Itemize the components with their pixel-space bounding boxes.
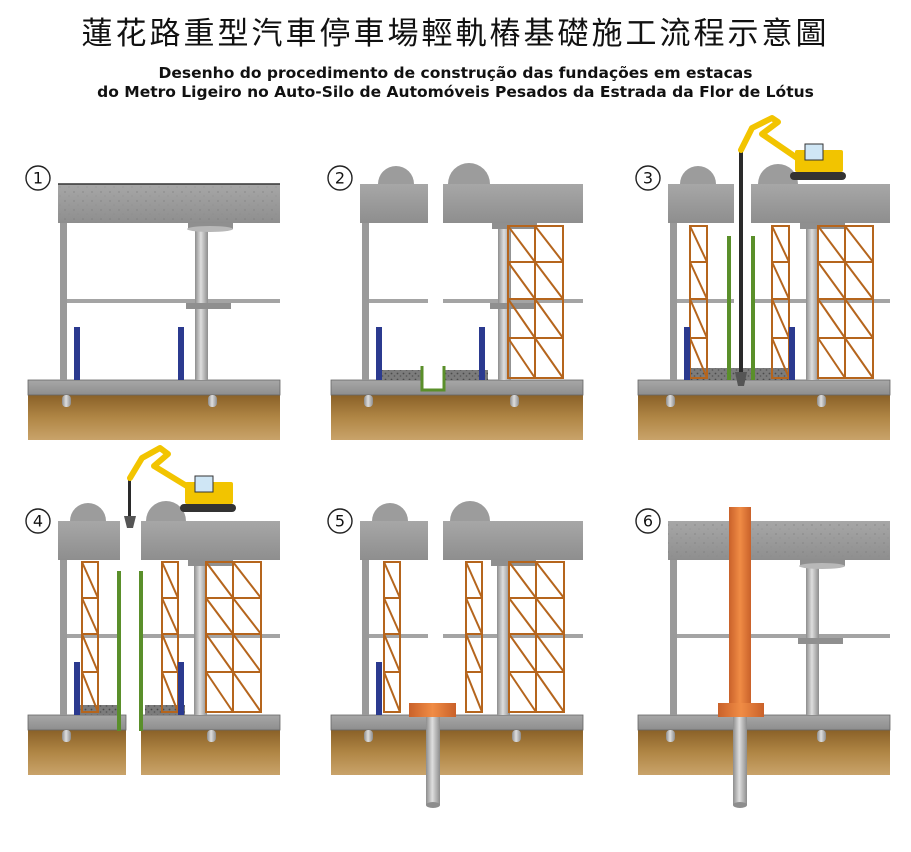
excavator-crane <box>127 445 236 512</box>
slab-dome <box>448 163 490 184</box>
step-3-panel <box>637 115 891 440</box>
blue-post <box>74 327 80 380</box>
green-casing-pit <box>420 366 446 392</box>
mid-floor <box>67 299 280 303</box>
step-number: 5 <box>335 512 345 531</box>
footing-stub <box>208 395 217 407</box>
step-marker-circle <box>635 165 661 191</box>
step-6-marker: 6 <box>635 508 661 534</box>
existing-column <box>195 223 208 380</box>
ground-slab <box>27 379 281 396</box>
step-number: 2 <box>335 169 345 188</box>
footing-stub <box>62 395 71 407</box>
step-marker-circle <box>25 165 51 191</box>
title-portuguese-line1: Desenho do procedimento de construção da… <box>158 64 753 82</box>
step-5-marker: 5 <box>327 508 353 534</box>
step-6-panel <box>637 507 891 808</box>
drill-rod <box>739 150 743 372</box>
step-2-panel <box>330 163 584 440</box>
step-3-marker: 3 <box>635 165 661 191</box>
step-number: 1 <box>33 169 43 188</box>
excavator-crane <box>738 115 846 180</box>
blue-post <box>178 327 184 380</box>
step-4-panel <box>27 445 281 775</box>
green-casing <box>727 236 731 380</box>
new-lrt-column <box>729 507 751 715</box>
step-5-panel <box>330 501 584 808</box>
step-marker-circle <box>327 508 353 534</box>
scaffold-shoring <box>507 225 564 379</box>
pile-cap <box>409 703 456 717</box>
drill-bucket <box>735 372 747 386</box>
green-casing <box>751 236 755 380</box>
slab-dome <box>378 166 414 184</box>
step-marker-circle <box>327 165 353 191</box>
step-4-marker: 4 <box>25 508 51 534</box>
step-number: 3 <box>643 169 653 188</box>
left-wall <box>60 223 67 380</box>
bored-pile <box>426 717 440 805</box>
step-marker-circle <box>635 508 661 534</box>
step-marker-circle <box>25 508 51 534</box>
step-1-panel <box>27 183 281 440</box>
step-2-marker: 2 <box>327 165 353 191</box>
step-number: 6 <box>643 512 653 531</box>
title-portuguese-line2: do Metro Ligeiro no Auto-Silo de Automóv… <box>97 83 814 101</box>
title-chinese: 蓮花路重型汽車停車場輕軌樁基礎施工流程示意圖 <box>81 16 830 52</box>
step-number: 4 <box>33 512 43 531</box>
step-1-marker: 1 <box>25 165 51 191</box>
